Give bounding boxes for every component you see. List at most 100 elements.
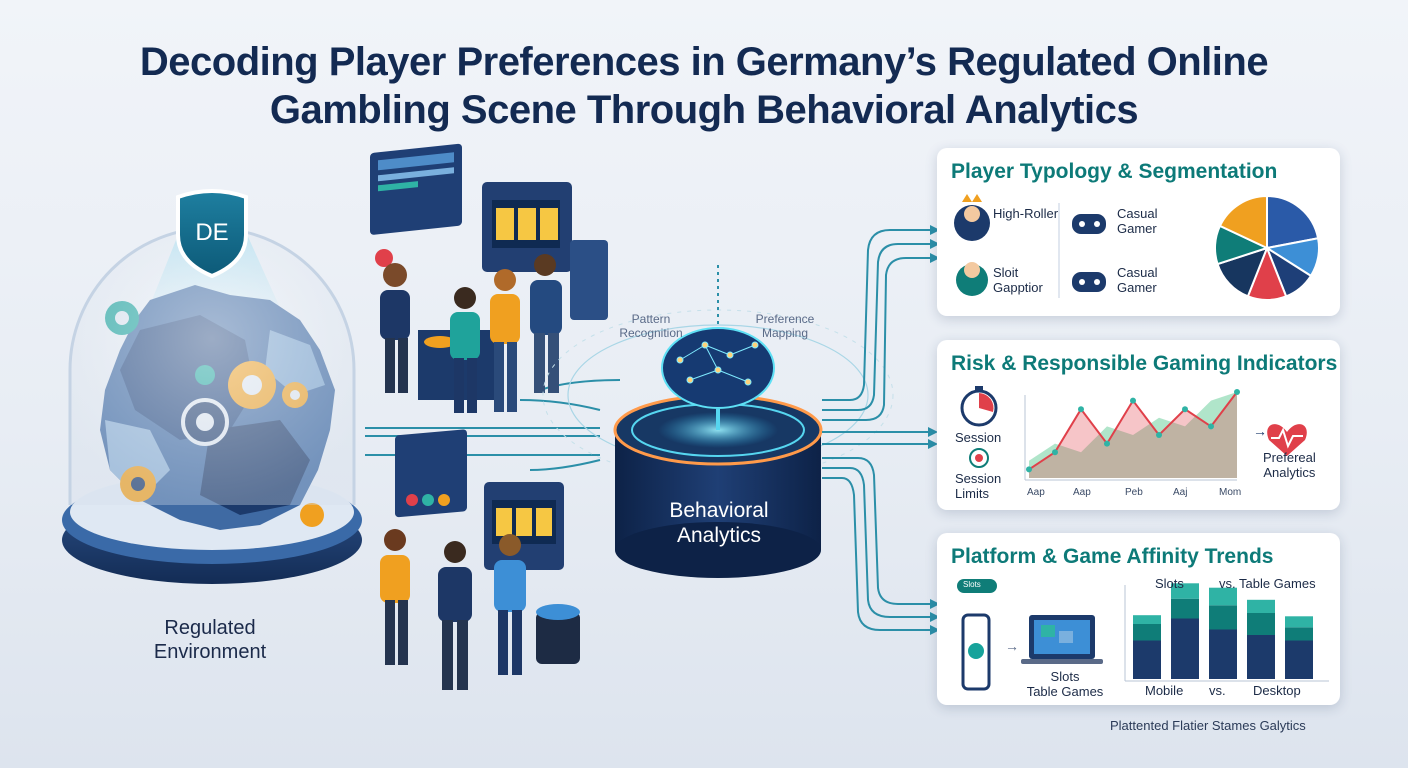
affinity-bar-chart: [1133, 583, 1313, 679]
vs-label: vs.: [1209, 683, 1226, 698]
player-typology-panel: Player Typology & Segmentation High-Roll…: [937, 148, 1340, 316]
x-tick-3: Peb: [1125, 487, 1143, 498]
slot-line-2: Gapptior: [993, 280, 1043, 295]
footer-note: Plattented Flatier Stames Galytics: [1110, 718, 1306, 733]
behavioral-analytics-label: Behavioral Analytics: [630, 498, 808, 548]
pie-slice: [1266, 194, 1320, 250]
casual1-line-1: Casual: [1117, 206, 1158, 221]
vs-table-games-label: vs. Table Games: [1219, 576, 1316, 591]
session-limits-line-1: Session: [955, 471, 1002, 486]
data-point: [1234, 389, 1240, 395]
chip-icon: [375, 249, 393, 267]
regulated-label-line-2: Environment: [153, 641, 267, 663]
crown-icon: [962, 194, 982, 202]
regulated-label-line-1: Regulated: [164, 617, 256, 639]
bar-segment: [1209, 629, 1237, 679]
risk-area-chart: [1026, 389, 1240, 478]
bar-segment: [1209, 605, 1237, 630]
session-limits-label: Session Limits: [955, 471, 1001, 501]
bar-segment: [1285, 616, 1313, 628]
gamepad-icon: [1072, 214, 1106, 234]
typology-icons: [954, 194, 1320, 301]
session-limits-line-2: Limits: [955, 486, 989, 501]
x-tick-5: Mom: [1219, 487, 1242, 498]
caption-slots: Slots: [1050, 669, 1080, 684]
svg-text:→: →: [1005, 638, 1019, 654]
slot-line-1: Sloit: [993, 265, 1019, 280]
bar-segment: [1133, 615, 1161, 624]
data-point: [1104, 440, 1110, 447]
bar-segment: [1171, 618, 1199, 679]
x-tick-2: Aap: [1073, 487, 1091, 498]
bar-segment: [1133, 640, 1161, 679]
casual-gamer-label-2: Casual Gamer: [1117, 265, 1157, 295]
regulated-environment: DE: [62, 189, 362, 584]
pattern-line-1: Pattern: [631, 312, 671, 326]
caption-table-games: Table Games: [1026, 684, 1104, 699]
platform-graphics: →: [957, 579, 1329, 691]
data-point: [1156, 432, 1162, 438]
svg-text:→: →: [1253, 423, 1267, 439]
laptop-caption: Slots Table Games: [1025, 669, 1105, 699]
arrowheads: [928, 225, 940, 635]
pattern-line-2: Recognition: [619, 326, 683, 340]
bar-segment: [1247, 599, 1275, 613]
shield-badge-text: DE: [195, 219, 228, 246]
title-line-1: Decoding Player Preferences in Germany’s…: [139, 40, 1269, 84]
casual2-line-2: Gamer: [1117, 280, 1157, 295]
analyst-group-bottom: [380, 429, 580, 690]
area-series-1: [1029, 392, 1237, 478]
ba-line-1: Behavioral: [669, 499, 769, 522]
data-point: [1052, 449, 1058, 456]
data-point: [1182, 406, 1188, 413]
casual1-line-2: Gamer: [1117, 221, 1157, 236]
data-point: [1130, 397, 1136, 404]
risk-graphics: →: [960, 386, 1307, 481]
casual-gamer-label-1: Casual Gamer: [1117, 206, 1157, 236]
page-title: Decoding Player Preferences in Germany’s…: [0, 38, 1408, 134]
connector-lines-right: [822, 229, 930, 631]
high-roller-icon: [954, 205, 990, 241]
risk-indicators-panel: Risk & Responsible Gaming Indicators → S…: [937, 340, 1340, 510]
data-point: [1078, 406, 1084, 413]
toggle-pill[interactable]: [957, 579, 997, 593]
behavioral-analytics-hub: [542, 265, 894, 578]
area-series-2: [1029, 392, 1237, 478]
bar-segment: [1171, 583, 1199, 599]
pattern-recognition-label: Pattern Recognition: [606, 312, 696, 340]
bar-segment: [1247, 613, 1275, 635]
bar-segment: [1285, 640, 1313, 679]
bar-segment: [1171, 598, 1199, 619]
session-label: Session: [955, 430, 1002, 445]
bar-segment: [1285, 627, 1313, 641]
prefereal-line-2: Analytics: [1263, 465, 1316, 480]
desktop-label: Desktop: [1253, 683, 1301, 698]
data-point: [1026, 466, 1032, 473]
regulated-environment-label: Regulated Environment: [120, 616, 300, 664]
casual2-line-1: Casual: [1117, 265, 1158, 280]
preference-line-2: Mapping: [761, 326, 809, 340]
segmentation-pie-chart: [1214, 194, 1320, 301]
data-point: [1208, 423, 1214, 430]
prefereal-analytics-label: Prefereal Analytics: [1263, 450, 1316, 480]
x-tick-4: Aaj: [1173, 487, 1188, 498]
slot-player-icon: [956, 264, 988, 296]
panel-title: Platform & Game Affinity Trends: [951, 545, 1274, 568]
side-screen: [570, 240, 608, 320]
chip-stack: [536, 612, 580, 664]
panel-title: Player Typology & Segmentation: [951, 160, 1278, 183]
mobile-label: Mobile: [1145, 683, 1184, 698]
ba-line-2: Analytics: [676, 524, 762, 547]
toggle-label: Slots: [963, 580, 981, 589]
shield-icon: [176, 189, 248, 279]
gear-icon: [300, 503, 324, 527]
high-roller-label: High-Roller: [993, 206, 1059, 221]
gamepad-icon: [1072, 272, 1106, 292]
slots-label: Slots: [1155, 576, 1184, 591]
prefereal-line-1: Prefereal: [1263, 450, 1316, 465]
analyst-group-top: [370, 143, 608, 413]
title-line-2: Gambling Scene Through Behavioral Analyt…: [269, 88, 1139, 132]
preference-line-1: Preference: [755, 312, 815, 326]
pie-slice: [1218, 194, 1268, 250]
